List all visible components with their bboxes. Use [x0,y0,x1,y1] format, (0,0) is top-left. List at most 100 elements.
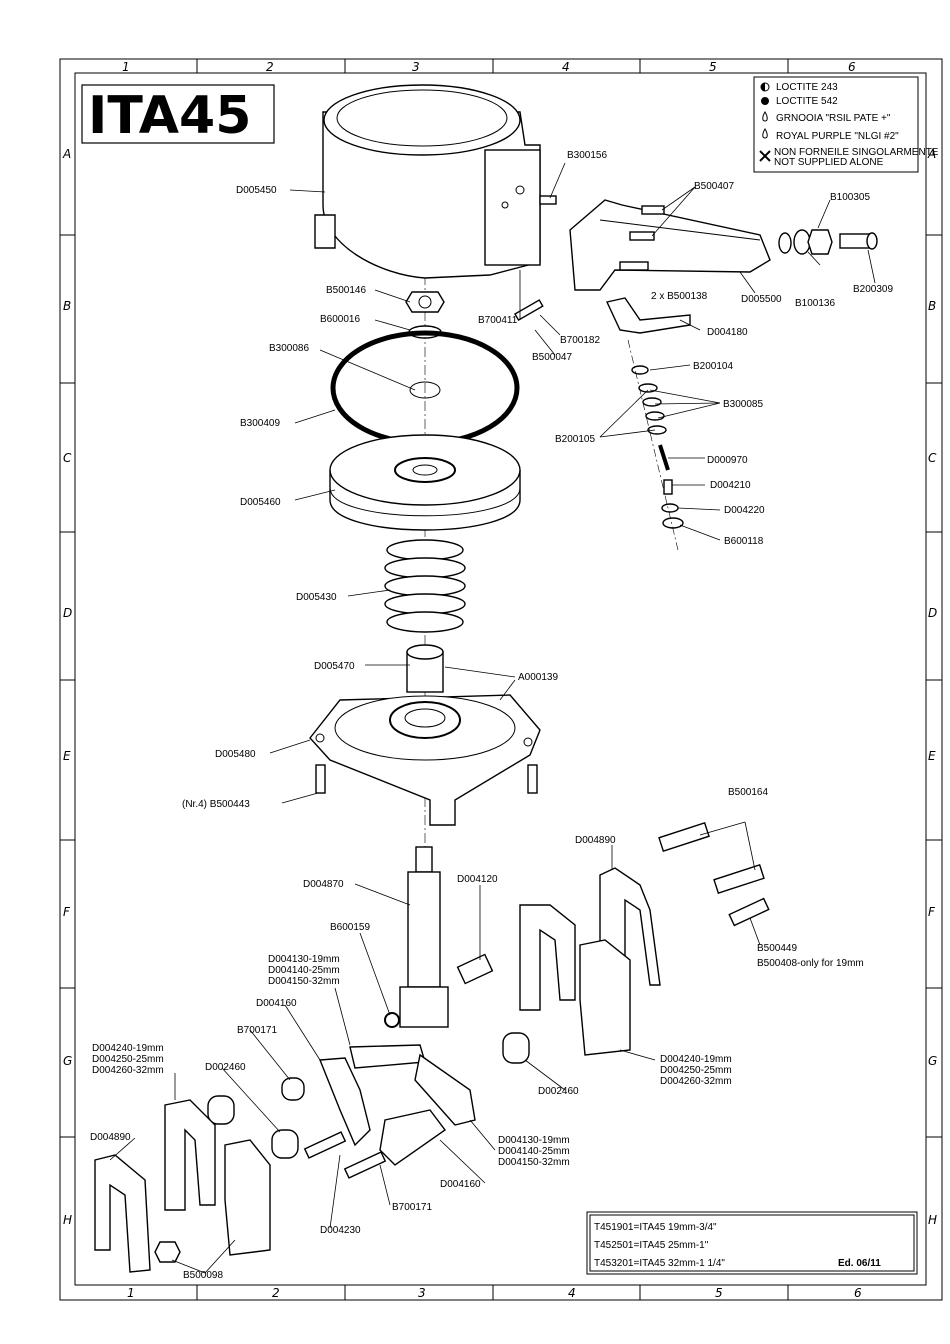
label-d005430: D005430 [296,592,337,603]
label-d004250-left: D004250-25mm [92,1054,164,1065]
label-b500146: B500146 [326,285,366,296]
cross-icon [759,150,771,162]
label-b200105: B200105 [555,434,595,445]
title-box [81,84,275,144]
svg-text:NON FORNEILE SINGOLARMENTE: NON FORNEILE SINGOLARMENTE [774,147,939,158]
label-d002460-left: D002460 [205,1062,246,1073]
label-d004120: D004120 [457,874,498,885]
column-ticks [60,59,942,1300]
label-d005480: D005480 [215,749,256,760]
label-d004240-right: D004240-19mm [660,1054,732,1065]
label-d004130-bot: D004130-19mm [498,1135,570,1146]
label-b700171-bot: B700171 [392,1202,432,1213]
label-b500138: 2 x B500138 [651,291,708,302]
label-d004260-left: D004260-32mm [92,1065,164,1076]
bracket-left [94,1099,271,1273]
label-d005450: D005450 [236,185,277,196]
svg-text:D: D [63,606,72,620]
label-b500443: (Nr.4) B500443 [182,799,250,810]
svg-text:1: 1 [122,60,130,74]
model-line-3: T453201=ITA45 32mm-1 1/4" [594,1258,725,1269]
arm-d004180 [605,297,691,334]
label-d004890-right: D004890 [575,835,616,846]
housing-d005450 [314,84,541,279]
diagram-title: ITA45 [88,86,251,146]
label-d002460-right: D002460 [538,1086,579,1097]
svg-text:ROYAL PURPLE "NLGI #2": ROYAL PURPLE "NLGI #2" [776,131,899,142]
label-b500164: B500164 [728,787,768,798]
pin-b700182 [514,299,544,322]
label-b200309: B200309 [853,284,893,295]
svg-text:H: H [928,1213,937,1227]
label-b500407: B500407 [694,181,734,192]
svg-text:D: D [928,606,937,620]
model-line-2: T452501=ITA45 25mm-1" [594,1240,709,1251]
column-labels-bottom: 1 2 3 4 5 6 [127,1286,862,1300]
label-b700411: B700411 [478,315,518,326]
svg-text:5: 5 [709,60,717,74]
svg-text:B: B [63,299,71,313]
part-labels: D005450 B300156 B500407 B100305 B500146 … [90,150,893,1281]
inner-frame [74,72,927,1286]
label-d000970: D000970 [707,455,748,466]
svg-text:1: 1 [127,1286,135,1300]
label-d004890-left: D004890 [90,1132,131,1143]
label-d005500: D005500 [741,294,782,305]
label-a000139: A000139 [518,672,558,683]
svg-text:3: 3 [418,1286,426,1300]
label-b500408: B500408-only for 19mm [757,958,864,969]
screws-b500164-b500449 [658,822,770,927]
filled-circle-icon [761,97,769,105]
leader-lines [109,162,876,1274]
label-d004250-right: D004250-25mm [660,1065,732,1076]
svg-text:C: C [928,451,937,465]
label-d004150-top: D004150-32mm [268,976,340,987]
piston-d005460 [329,434,521,531]
svg-text:G: G [63,1054,72,1068]
svg-text:NOT SUPPLIED ALONE: NOT SUPPLIED ALONE [774,157,884,168]
label-b300086: B300086 [269,343,309,354]
label-b300409: B300409 [240,418,280,429]
model-table: T451901=ITA45 19mm-3/4" T452501=ITA45 25… [586,1211,918,1275]
label-b100136: B100136 [795,298,835,309]
label-d004220: D004220 [724,505,765,516]
label-b500098: B500098 [183,1270,223,1281]
label-b500449: B500449 [757,943,797,954]
label-d004150-bot: D004150-32mm [498,1157,570,1168]
label-d004130-top: D004130-19mm [268,954,340,965]
label-d004260-right: D004260-32mm [660,1076,732,1087]
svg-text:A: A [927,147,936,161]
svg-text:C: C [63,451,72,465]
svg-text:H: H [63,1213,72,1227]
label-b100305: B100305 [830,192,870,203]
drop-icon [762,128,768,139]
label-d004240-left: D004240-19mm [92,1043,164,1054]
svg-text:4: 4 [568,1286,576,1300]
drop-icon [762,111,768,122]
svg-text:6: 6 [854,1286,862,1300]
bracket-right [502,867,661,1064]
spring-d005430 [384,539,466,633]
svg-text:2: 2 [272,1286,280,1300]
row-labels-right: A B C D E F G H [927,147,937,1227]
svg-text:A: A [62,147,71,161]
label-b600159: B600159 [330,922,370,933]
label-d004140-bot: D004140-25mm [498,1146,570,1157]
svg-text:4: 4 [562,60,570,74]
svg-text:B: B [928,299,936,313]
edition-label: Ed. 06/11 [838,1258,881,1269]
label-b600016: B600016 [320,314,360,325]
pin-b300156 [539,195,557,205]
label-d004160-bot: D004160 [440,1179,481,1190]
column-labels-top: 1 2 3 4 5 6 [122,60,856,74]
fittings-b100305-b100136 [778,229,878,255]
label-d004870: D004870 [303,879,344,890]
svg-text:G: G [928,1054,937,1068]
label-d005460: D005460 [240,497,281,508]
label-b200104: B200104 [693,361,733,372]
row-labels-left: A B C D E F G H [62,147,72,1227]
ring-b300086 [409,381,441,399]
screw-b500443 [527,764,538,794]
label-d004140-top: D004140-25mm [268,965,340,976]
